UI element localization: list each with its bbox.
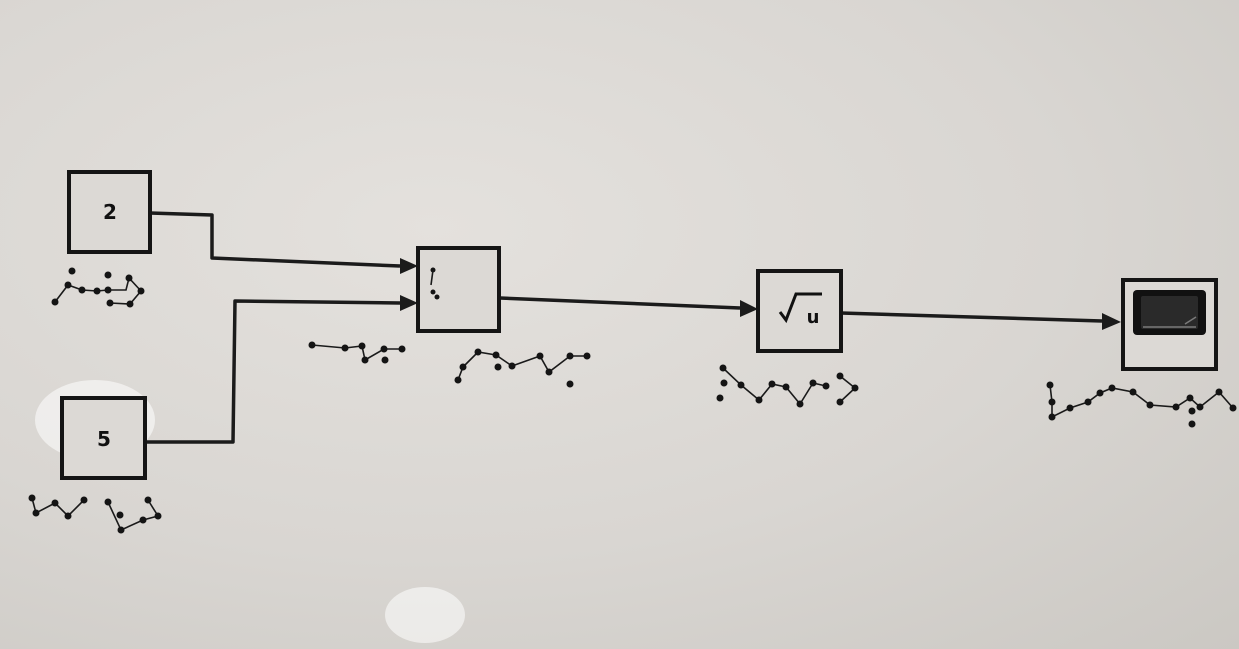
arrowhead-sqrt-input — [740, 300, 758, 317]
constant-block-a: 2 — [67, 170, 152, 254]
constant-a-value: 2 — [103, 200, 117, 224]
braille-label-divide — [308, 341, 591, 388]
constant-block-b: 5 — [60, 396, 147, 480]
divide-block — [416, 246, 501, 333]
wire-constant-b-to-divide — [145, 299, 401, 444]
display-screen-icon — [1133, 290, 1206, 335]
arrowhead-divide-input-2 — [400, 295, 418, 311]
display-block — [1121, 278, 1218, 371]
glare-highlight-bottom — [385, 587, 465, 643]
arrowhead-divide-input-1 — [400, 258, 418, 274]
wire-divide-to-sqrt — [499, 296, 741, 310]
sqrt-label: u — [807, 307, 820, 328]
braille-label-constant-a — [51, 267, 145, 308]
sqrt-block: u — [756, 269, 843, 353]
divide-icon — [430, 267, 440, 300]
arrowhead-display-input — [1102, 313, 1121, 330]
constant-b-value: 5 — [97, 427, 111, 451]
sqrt-icon: u — [778, 292, 822, 328]
braille-label-display — [1046, 381, 1237, 428]
wire-constant-a-to-divide — [149, 211, 401, 268]
wire-sqrt-to-display — [840, 311, 1103, 323]
braille-label-constant-b — [28, 494, 162, 534]
braille-label-sqrt — [716, 364, 859, 408]
